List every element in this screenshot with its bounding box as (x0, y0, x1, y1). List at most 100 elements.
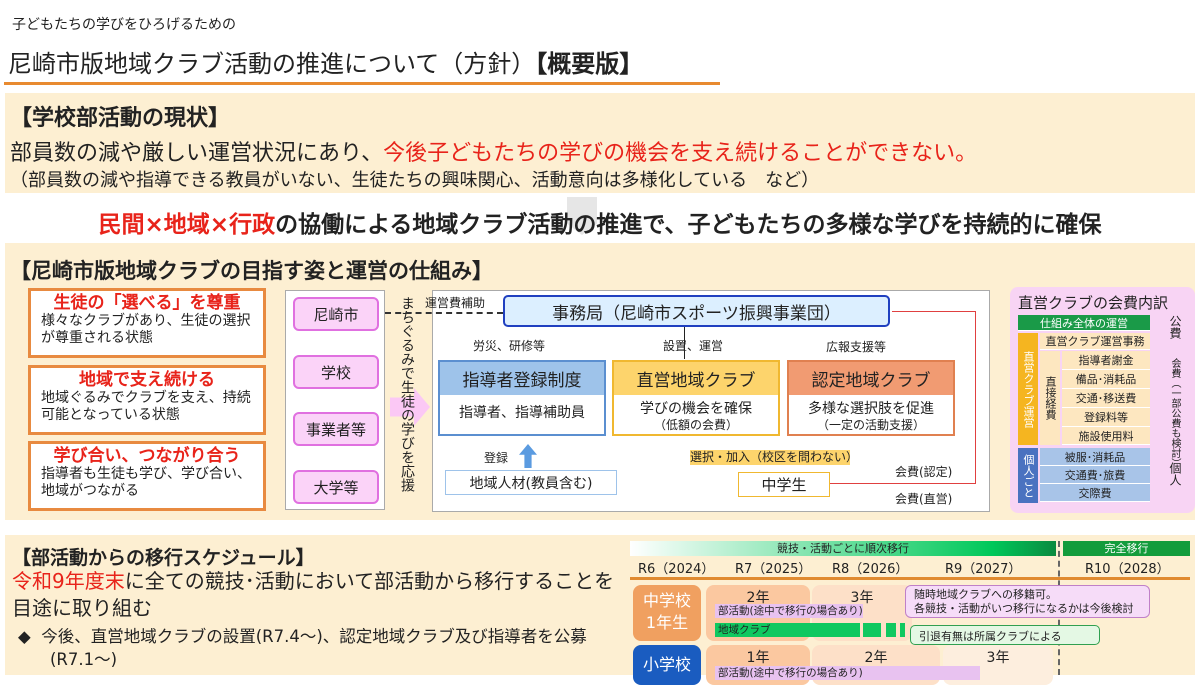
banner-red: 民間×地域×行政 (98, 212, 276, 238)
jh-club-activity-bar: 部活動(途中で移行の場合あり) (715, 604, 863, 618)
schedule-rest: に全ての競技･活動において部活動から移行することを目途に取り組む (12, 569, 615, 620)
schedule-heading: 【部活動からの移行スケジュール】 (12, 547, 315, 569)
student-box: 中学生 (738, 472, 830, 497)
schedule-bullet-text: 今後、直営地域クラブの設置(R7.4～)、認定地域クラブ及び指導者を公募(R7.… (41, 627, 587, 669)
header-subtitle: 子どもたちの学びをひろげるための (12, 17, 236, 33)
fee-item: 備品･消耗品 (1062, 370, 1150, 389)
join-label: 選択・加入（校区を問わない） (690, 450, 859, 465)
direct-body-text: 学びの機会を確保 (640, 401, 752, 417)
goal-card: 生徒の「選べる」を尊重様々なクラブがあり、生徒の選択が尊重される状態 (28, 288, 266, 358)
callout-line1: 随時地域クラブへの移籍可。 (914, 588, 1057, 601)
instructor-title: 指導者登録制度 (440, 362, 604, 395)
register-label: 登録 (484, 451, 509, 465)
local-club-segment (863, 623, 881, 637)
fee-line-top (892, 311, 975, 312)
year-label: R8（2026） (832, 562, 909, 577)
office-box: 事務局（尼崎市スポーツ振興事業団） (503, 295, 890, 327)
fee-public-label: 公費 (1168, 315, 1182, 339)
actor-university: 大学等 (293, 470, 379, 504)
jh-local-club-bar: 地域クラブ (715, 623, 860, 637)
title-main: 尼崎市版地域クラブ活動の推進について（方針） (8, 50, 536, 78)
fee-breakdown-title: 直営クラブの会費内訳 (1018, 294, 1169, 312)
fee-personal: 個人ごと (1018, 448, 1038, 503)
fee-direct-ops: 直営クラブ運営 (1018, 333, 1038, 445)
fee-certified-label: 会費(認定) (895, 465, 953, 479)
certified-body-text: 多様な選択肢を促進 (808, 401, 934, 417)
certified-body: 多様な選択肢を促進（一定の活動支援） (789, 395, 953, 432)
pr-label: 広報支援等 (826, 340, 887, 354)
instructor-registration-box: 指導者登録制度指導者、指導補助員 (438, 360, 606, 436)
page-title: 尼崎市版地域クラブ活動の推進について（方針）【概要版】 (8, 44, 643, 79)
callout-line2: 各競技・活動がいつ移行になるかは今後検討 (914, 602, 1134, 615)
banner-rest: の協働による地域クラブ活動の推進で、子どもたちの多様な学びを持続的に確保 (275, 212, 1102, 238)
local-club-segment (900, 623, 905, 637)
goal-title: 地域で支え続ける (79, 370, 215, 390)
year-label: R6（2024） (638, 562, 715, 577)
actor-school: 学校 (293, 355, 379, 389)
fee-item: 交通･移送費 (1062, 389, 1150, 408)
current-status-section (5, 93, 1195, 193)
fee-item: 施設使用料 (1062, 427, 1150, 445)
fee-item: 指導者謝金 (1062, 351, 1150, 370)
certified-title: 認定地域クラブ (789, 362, 953, 395)
instructor-body: 指導者、指導補助員 (459, 405, 585, 421)
fee-fee-label: 会費（一部公費も検討） (1169, 358, 1180, 468)
retirement-callout: 引退有無は所属クラブによる (910, 625, 1100, 645)
subsidy-label: 運営費補助 (425, 296, 486, 310)
schedule-red: 令和9年度末 (12, 569, 125, 593)
local-talent-box: 地域人材(教員含む) (445, 470, 617, 495)
year-label: R9（2027） (945, 562, 1022, 577)
direct-sub: （低額の会費） (653, 417, 738, 432)
current-line1: 部員数の減や厳しい運営状況にあり、今後子どもたちの学びの機会を支え続けることがで… (10, 135, 977, 167)
direct-body: 学びの機会を確保（低額の会費） (614, 395, 778, 432)
fee-line-vertical (975, 311, 976, 484)
local-club-segment (886, 623, 896, 637)
banner: 民間×地域×行政の協働による地域クラブ活動の推進で、子どもたちの多様な学びを持続… (0, 205, 1200, 239)
year-label: R10（2028） (1085, 562, 1170, 577)
current-line1-b: 今後子どもたちの学びの機会を支え続けることができない。 (383, 141, 978, 166)
goal-text: 地域ぐるみでクラブを支え、持続可能となっている状態 (41, 390, 251, 424)
fee-personal-item: 交際費 (1040, 484, 1150, 502)
fee-direct-label: 会費(直営) (895, 492, 953, 506)
goal-card: 地域で支え続ける地域ぐるみでクラブを支え、持続可能となっている状態 (28, 365, 266, 435)
fee-personal-item: 交通費･旅費 (1040, 466, 1150, 484)
schedule-bullet: ◆ 今後、直営地域クラブの設置(R7.4～)、認定地域クラブ及び指導者を公募(R… (18, 625, 618, 671)
current-line1-a: 部員数の減や厳しい運営状況にあり、 (10, 141, 384, 166)
actor-business: 事業者等 (293, 412, 379, 446)
certified-sub: （一定の活動支援） (816, 417, 925, 432)
actor-city: 尼崎市 (293, 297, 379, 331)
fee-item: 登録料等 (1062, 408, 1150, 427)
fee-direct-cost: 直接経費 (1040, 351, 1060, 445)
goal-text: 様々なクラブがあり、生徒の選択が尊重される状態 (41, 313, 251, 347)
es-club-activity-bar: 部活動(途中で移行の場合あり) (715, 666, 980, 680)
fee-overall: 仕組み全体の運営 (1018, 315, 1150, 331)
timeline-axis (630, 577, 1190, 580)
es-label: 小学校 (633, 645, 701, 685)
insurance-label: 労災、研修等 (473, 339, 546, 353)
model-heading: 【尼崎市版地域クラブの目指す姿と運営の仕組み】 (10, 259, 493, 283)
schedule-text: 令和9年度末に全ての競技･活動において部活動から移行することを目途に取り組む (12, 568, 622, 622)
title-underline (4, 82, 720, 85)
jh-label: 中学校1年生 (633, 585, 701, 641)
fee-office-work: 直営クラブ運営事務 (1040, 333, 1150, 350)
fee-line (830, 483, 975, 484)
setup-line (684, 327, 685, 359)
setup-label: 設置、運営 (663, 339, 724, 353)
fee-personal-item: 被服･消耗品 (1040, 448, 1150, 466)
certified-club-box: 認定地域クラブ多様な選択肢を促進（一定の活動支援） (787, 360, 955, 436)
current-line2: （部員数の減や指導できる教員がいない、生徒たちの興味関心、活動意向は多様化してい… (10, 170, 820, 191)
phase-gradual: 競技・活動ごとに順次移行 (630, 541, 1056, 556)
goal-title: 生徒の「選べる」を尊重 (53, 293, 241, 313)
support-text: まちぐるみで生徒の学びを応援 (399, 296, 415, 492)
current-heading: 【学校部活動の現状】 (10, 106, 231, 131)
phase-complete: 完全移行 (1063, 541, 1190, 556)
goal-text: 指導者も生徒も学び、学び合い、地域がつながる (41, 466, 251, 500)
fee-individual-label: 個人 (1168, 462, 1182, 486)
title-suffix: 【概要版】 (535, 50, 644, 78)
diamond-bullet-icon: ◆ (18, 627, 42, 646)
subsidy-arrow (385, 312, 503, 314)
year-label: R7（2025） (735, 562, 812, 577)
goal-card: 学び合い、つながり合う指導者も生徒も学び、学び合い、地域がつながる (28, 441, 266, 511)
direct-title: 直営地域クラブ (614, 362, 778, 395)
transfer-callout: 随時地域クラブへの移籍可。各競技・活動がいつ移行になるかは今後検討 (905, 585, 1150, 618)
